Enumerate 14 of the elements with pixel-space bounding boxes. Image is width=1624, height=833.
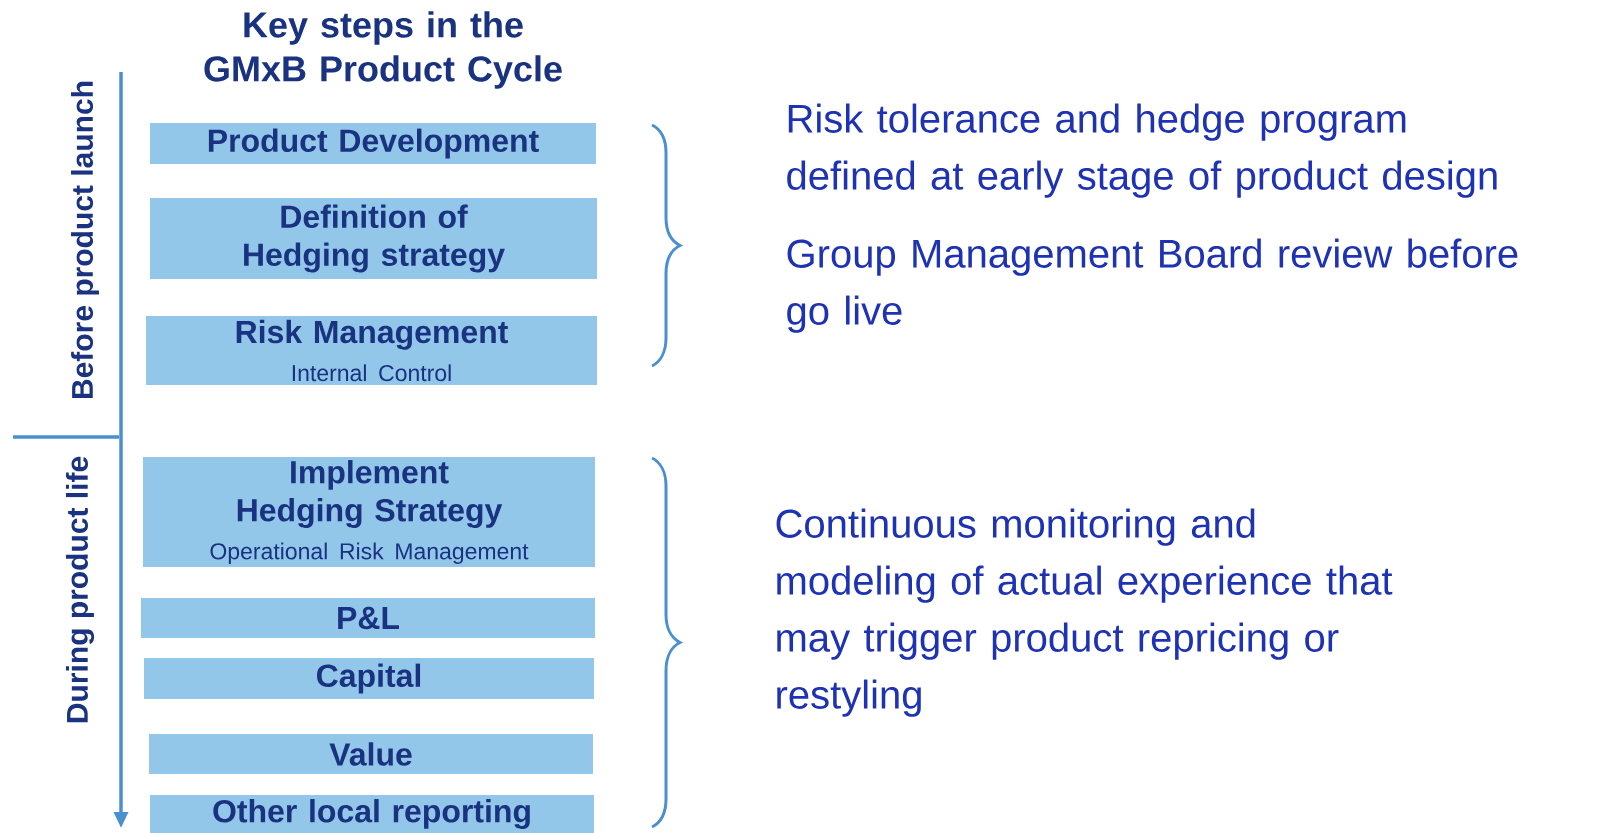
step-box: Definition of Hedging strategy bbox=[150, 198, 597, 279]
title: Key steps in the GMxB Product Cycle bbox=[204, 11, 562, 89]
phase-label: During product life bbox=[65, 456, 95, 723]
step-box: Implement Hedging Strategy Operational Risk Management bbox=[143, 457, 595, 567]
note-text: Risk tolerance and hedge program defined at early stage of product design bbox=[787, 103, 1497, 198]
step-box: Risk Management Internal Control bbox=[146, 316, 597, 385]
step-box: P&L bbox=[141, 598, 595, 638]
note-text: Group Management Board review before go live bbox=[787, 238, 1518, 333]
phase-label: Before product launch bbox=[71, 81, 99, 398]
step-box: Product Development bbox=[150, 123, 596, 164]
step-box: Capital bbox=[144, 658, 594, 699]
step-box: Value bbox=[149, 734, 593, 774]
note-text: Continuous monitoring and modeling of actual experience that may trigger product repricing or restyling bbox=[776, 508, 1393, 717]
step-box: Other local reporting bbox=[150, 795, 594, 833]
